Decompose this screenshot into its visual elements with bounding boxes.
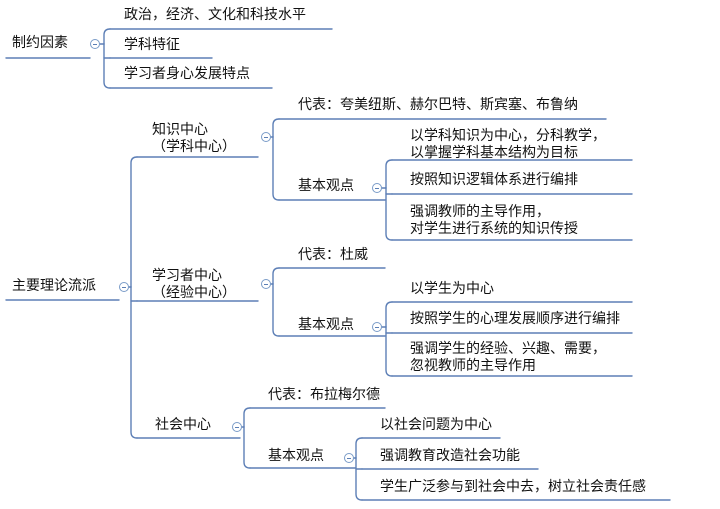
constraint-item-1: 政治，经济、文化和科技水平	[124, 7, 306, 23]
collapse-learner-icon[interactable]	[261, 279, 271, 289]
society-views-branch-top	[355, 437, 363, 459]
collapse-society-icon[interactable]	[232, 422, 242, 432]
society-view-3: 学生广泛参与到社会中去，树立社会责任感	[380, 479, 646, 495]
learner-branch-top	[272, 267, 280, 285]
node-learner-center: 学习者中心 （经验中心）	[152, 268, 236, 301]
constraint-item-2: 学科特征	[124, 37, 180, 53]
knowledge-view-2: 按照知识逻辑体系进行编排	[410, 172, 578, 188]
society-view-1: 以社会问题为中心	[380, 417, 492, 433]
society-views-branch-bottom	[355, 457, 363, 501]
knowledge-views-branch-bottom	[385, 187, 393, 241]
knowledge-view-3: 强调教师的主导作用， 对学生进行系统的知识传授	[410, 204, 578, 237]
knowledge-branch-bottom	[272, 136, 280, 201]
learner-views-branch-bottom	[385, 326, 393, 377]
knowledge-branch-top	[272, 118, 280, 138]
learner-views-branch-top	[385, 301, 393, 328]
learner-view-1: 以学生为中心	[410, 281, 494, 297]
learner-view-2: 按照学生的心理发展顺序进行编排	[410, 311, 620, 327]
society-representatives: 代表：布拉梅尔德	[268, 387, 380, 403]
knowledge-views-branch-top	[385, 159, 393, 189]
schools-branch-bottom	[130, 286, 138, 439]
knowledge-basic-views: 基本观点	[298, 178, 354, 194]
constraints-branch-top	[103, 28, 111, 45]
collapse-knowledge-icon[interactable]	[261, 132, 271, 142]
constraints-branch-bottom	[103, 43, 111, 89]
learner-branch-bottom	[272, 283, 280, 337]
society-branch-top	[243, 407, 251, 428]
learner-basic-views: 基本观点	[298, 317, 354, 333]
society-view-2: 强调教育改造社会功能	[380, 448, 520, 464]
collapse-schools-icon[interactable]	[119, 282, 129, 292]
knowledge-representatives: 代表：夸美纽斯、赫尔巴特、斯宾塞、布鲁纳	[298, 97, 578, 113]
node-society-center: 社会中心	[155, 417, 211, 433]
collapse-constraints-icon[interactable]	[90, 39, 100, 49]
constraint-item-3: 学习者身心发展特点	[124, 66, 250, 82]
node-knowledge-center: 知识中心 （学科中心）	[152, 122, 236, 155]
society-basic-views: 基本观点	[268, 448, 324, 464]
knowledge-view-1: 以学科知识为中心，分科教学， 以掌握学科基本结构为目标	[410, 128, 606, 161]
node-schools: 主要理论流派	[12, 278, 96, 294]
schools-branch-top	[130, 156, 138, 288]
collapse-society-views-icon[interactable]	[344, 453, 354, 463]
collapse-knowledge-views-icon[interactable]	[372, 183, 382, 193]
society-branch-bottom	[243, 426, 251, 469]
collapse-learner-views-icon[interactable]	[372, 322, 382, 332]
learner-representatives: 代表：杜威	[298, 247, 368, 263]
node-constraints: 制约因素	[12, 35, 68, 51]
learner-view-3: 强调学生的经验、兴趣、需要， 忽视教师的主导作用	[410, 341, 606, 374]
